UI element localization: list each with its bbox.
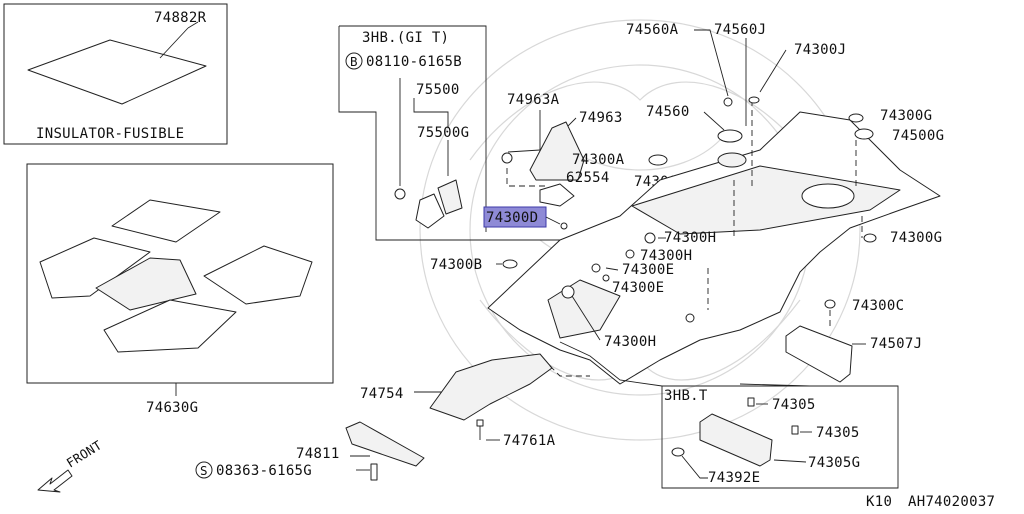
- plug-74300b-icon: [502, 259, 518, 269]
- plug-74300g-right-icon: [863, 233, 877, 243]
- rear-bracket-74507j: [785, 325, 853, 383]
- plug-74300h-2-icon: [625, 249, 635, 259]
- plug-74300j-icon: [748, 96, 760, 104]
- bolt-b-symbol: B: [350, 54, 358, 69]
- hb-git-title: 3HB.(GI T): [362, 30, 449, 46]
- clip-74761-icon: [685, 313, 695, 323]
- floor-mat-1: [111, 199, 221, 243]
- plug-74300e-mid-icon: [591, 263, 601, 273]
- clip-74305-2-icon: [791, 425, 799, 435]
- clip-74305-1-icon: [747, 397, 755, 407]
- floor-mat-3: [203, 245, 313, 305]
- mat-set-frame: [26, 163, 334, 384]
- callout-74754: 74754: [360, 386, 404, 402]
- boot-retainer: [539, 183, 575, 207]
- screw-s-icon: [370, 463, 378, 481]
- plug-74300e-low-icon: [602, 274, 610, 282]
- callout-74560: 74560: [646, 104, 690, 120]
- clip-74761a-icon: [476, 419, 484, 427]
- floor-mat-4: [103, 299, 237, 353]
- callout-08363-6165g: 08363-6165G: [216, 463, 312, 479]
- plug-74300d-icon: [560, 222, 568, 230]
- callout-08110-6165b: 08110-6165B: [366, 54, 462, 70]
- callout-74963a: 74963A: [507, 92, 560, 108]
- callout-74305g: 74305G: [808, 455, 860, 471]
- footer: K10 AH74020037: [866, 494, 995, 510]
- callout-74392e: 74392E: [708, 470, 760, 486]
- callout-74300e-low: 74300E: [612, 280, 664, 296]
- callout-74300h-1: 74300H: [664, 230, 716, 246]
- rear-floor-cross-member: [631, 165, 901, 235]
- callout-75500: 75500: [416, 82, 460, 98]
- callout-74305-2: 74305: [816, 425, 860, 441]
- bracket-74811: [345, 421, 425, 467]
- grommet-74300a-icon: [648, 154, 668, 166]
- callout-74300h-2: 74300H: [640, 248, 692, 264]
- footer-model: K10: [866, 494, 892, 510]
- callout-74811: 74811: [296, 446, 340, 462]
- bolt-74560a-icon: [723, 97, 733, 107]
- front-indicator: FRONT: [37, 437, 105, 493]
- bolt-b-icon: [394, 188, 406, 200]
- rear-callouts: 74560A 74560J 74300J 74560 74300G 74500G…: [626, 22, 944, 383]
- plug-74300h-1-icon: [644, 232, 656, 244]
- plug-74500g-icon: [854, 128, 874, 140]
- callout-74500g: 74500G: [892, 128, 944, 144]
- floor-callouts: 74300H 74300H 74300E 74300E 74300B 74300…: [430, 230, 716, 350]
- highlight-74300d: 74300D: [483, 206, 568, 230]
- spare-tire-well: [801, 183, 855, 209]
- callout-74882r: 74882R: [154, 10, 207, 26]
- callout-74300h-3: 74300H: [604, 334, 656, 350]
- callout-74300e-mid: 74300E: [622, 262, 674, 278]
- callout-74305-1: 74305: [772, 397, 816, 413]
- callout-74761a: 74761A: [503, 433, 556, 449]
- callout-74300b: 74300B: [430, 257, 482, 273]
- clip-74963a-icon: [501, 152, 513, 164]
- heat-shield-group: 74754 74761A 74811 S 08363-6165G: [195, 353, 590, 481]
- shift-bracket: [415, 193, 445, 229]
- insulator-group: 74882R INSULATOR-FUSIBLE: [3, 3, 228, 145]
- callout-74630g: 74630G: [146, 400, 198, 416]
- callout-74963: 74963: [579, 110, 623, 126]
- hb-git-group: 3HB.(GI T) B 08110-6165B 75500 75500G: [338, 25, 562, 241]
- insulator-name-label: INSULATOR-FUSIBLE: [36, 126, 184, 142]
- heat-shield-74754: [429, 353, 553, 421]
- floor-panel-group: [487, 100, 941, 387]
- shift-boot: [529, 121, 585, 181]
- front-arrow-icon: [37, 469, 73, 493]
- grommet-74560j-icon: [717, 152, 747, 168]
- callout-75500g: 75500G: [417, 125, 469, 141]
- screw-s-circle: [195, 461, 213, 479]
- hb-t-title: 3HB.T: [664, 388, 708, 404]
- callout-62554: 62554: [566, 170, 610, 186]
- grommet-74560-icon: [717, 129, 743, 143]
- plug-74392e-icon: [671, 447, 685, 457]
- box-74305g: [699, 413, 773, 467]
- callout-74300g-right: 74300G: [890, 230, 942, 246]
- floor-mat-2: [39, 237, 151, 299]
- callout-74300g-top: 74300G: [880, 108, 932, 124]
- shift-boot-plate: [437, 179, 463, 215]
- callout-74300a: 74300A: [572, 152, 625, 168]
- footer-drawing-number: AH74020037: [908, 494, 995, 510]
- callout-74560a: 74560A: [626, 22, 679, 38]
- callout-74300d: 74300D: [486, 210, 538, 226]
- insulator-sheet: [27, 39, 207, 105]
- callout-74507j: 74507J: [870, 336, 922, 352]
- front-label: FRONT: [64, 437, 105, 470]
- plug-74300h-3-icon: [561, 285, 575, 299]
- plug-74300g-top-icon: [848, 113, 864, 123]
- insulator-frame: [3, 3, 228, 145]
- shift-boot-group: 74963A 74963 74300A 62554 74300E: [501, 92, 686, 207]
- screw-s-symbol: S: [200, 463, 208, 478]
- hb-t-group: 3HB.T 74305 74305 74305G 74392E: [661, 383, 899, 489]
- plug-74300c-icon: [824, 299, 836, 309]
- mat-set-group: 74630G: [26, 163, 334, 416]
- callout-74300j: 74300J: [794, 42, 846, 58]
- callout-74300c: 74300C: [852, 298, 904, 314]
- callout-74560j: 74560J: [714, 22, 766, 38]
- tunnel-mat: [95, 257, 197, 311]
